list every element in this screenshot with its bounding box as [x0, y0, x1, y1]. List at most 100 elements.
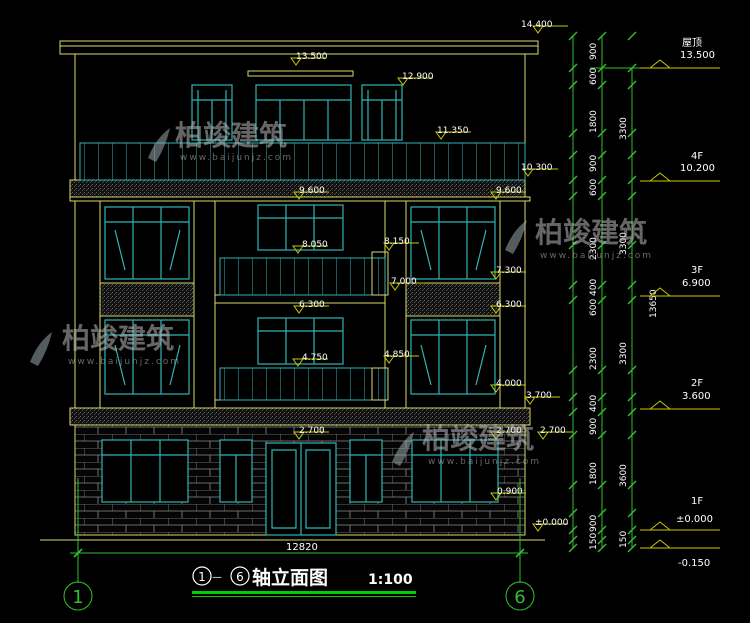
windows — [101, 84, 499, 536]
title-underline-thick — [192, 591, 416, 594]
balcony-posts — [371, 251, 389, 401]
title-text: 轴立面图 — [252, 566, 328, 589]
dimension-tick — [568, 543, 578, 553]
dim-inner-6: 2300 — [589, 237, 599, 260]
floor-4f-level: 10.200 — [680, 163, 715, 174]
dim-mid-3: 3300 — [619, 342, 629, 365]
elevation-marker — [383, 355, 419, 364]
elevation-marker — [490, 305, 526, 314]
dim-mid-4: 3600 — [619, 464, 629, 487]
elev-roof-parapet: 14.400 — [521, 20, 553, 30]
dimension-tick — [597, 191, 607, 201]
window-1f-left — [101, 439, 189, 503]
dim-inner-4: 900 — [589, 155, 599, 172]
dimension-tick — [597, 31, 607, 41]
dimension-tick — [627, 535, 637, 545]
left-bay-band — [99, 282, 195, 317]
dimension-tick — [568, 525, 578, 535]
dimension-tick — [568, 191, 578, 201]
dim-total: 13650 — [649, 289, 659, 318]
floor-3f-name: 3F — [691, 265, 703, 276]
dim-inner-11: 900 — [589, 418, 599, 435]
elev-right-2700b: 2.700 — [540, 426, 566, 436]
watermark-1-url: www.baijunjz.com — [180, 153, 293, 163]
dimension-tick — [597, 150, 607, 160]
window-2f-left — [104, 319, 190, 395]
elevation-marker — [397, 77, 433, 86]
dimension-tick — [568, 128, 578, 138]
window-3f-left — [104, 206, 190, 280]
elev-door-top: 2.700 — [299, 426, 325, 436]
dimension-tick — [568, 63, 578, 73]
dimension-tick — [627, 295, 637, 305]
elevation-marker — [292, 358, 328, 367]
window-1f-right — [411, 439, 499, 503]
watermark-4-url: www.baijunjz.com — [428, 457, 541, 467]
elev-balcony3-rail: 8.150 — [384, 237, 410, 247]
dimension-tick — [597, 63, 607, 73]
axis-bubble-left — [63, 581, 93, 611]
elevation-marker — [292, 245, 328, 254]
floor-3f-level: 6.900 — [682, 278, 711, 289]
dim-inner-13: 900 — [589, 515, 599, 532]
elevation-marker — [490, 431, 526, 440]
title-axis-from: 1 — [198, 570, 206, 584]
elev-right-4000: 4.000 — [496, 379, 522, 389]
balcony2-railing — [219, 367, 386, 401]
watermark-3-url: www.baijunjz.com — [68, 357, 181, 367]
dimension-tick — [627, 407, 637, 417]
dimension-tick — [627, 175, 637, 185]
watermark-1: 柏竣建筑 www.baijunjz.com — [148, 119, 293, 163]
axis-label-left: 1 — [72, 587, 83, 608]
watermark-3-name: 柏竣建筑 — [62, 322, 174, 355]
dimension-tick — [568, 508, 578, 518]
dimension-tick — [627, 508, 637, 518]
dimension-tick — [627, 480, 637, 490]
elevation-marker — [522, 168, 558, 177]
elev-balcony3-floor: 7.000 — [391, 277, 417, 287]
dimension-tick — [597, 430, 607, 440]
dimension-tick — [627, 392, 637, 402]
dimension-tick — [627, 365, 637, 375]
elev-right-band: 9.600 — [496, 186, 522, 196]
elevation-marker — [532, 523, 568, 532]
dimension-tick — [597, 80, 607, 90]
dim-mid-1: 3300 — [619, 117, 629, 140]
elev-ground: ±0.000 — [535, 518, 569, 528]
elevation-marker — [524, 396, 560, 405]
elevation-marker — [490, 191, 526, 200]
elevation-marker — [389, 282, 425, 291]
dim-inner-5: 600 — [589, 179, 599, 196]
dimension-tick — [568, 407, 578, 417]
elev-balcony2-rail: 4.850 — [384, 350, 410, 360]
elevation-marker — [532, 25, 568, 34]
dimension-tick — [597, 508, 607, 518]
elevation-marker — [293, 305, 329, 314]
dimension-tick — [627, 31, 637, 41]
elev-stair-roof: 12.900 — [402, 72, 434, 82]
dimension-tick — [597, 392, 607, 402]
dimension-tick — [597, 280, 607, 290]
elev-floor2: 3.700 — [526, 391, 552, 401]
middle-dimension-texts: 3300 3300 3300 3600 150 13650 — [619, 117, 659, 548]
floor-level-texts: 屋顶 13.500 4F 10.200 3F 6.900 2F 3.600 1F… — [676, 37, 715, 569]
inner-dimension-texts: 900 600 1800 900 600 2300 600 400 2300 4… — [589, 43, 599, 550]
elevation-marker — [490, 271, 526, 280]
watermark-4: 柏竣建筑 www.baijunjz.com — [392, 422, 541, 467]
dimension-tick — [627, 128, 637, 138]
watermark-2: 柏竣建筑 www.baijunjz.com — [505, 216, 651, 261]
elev-roof-top: 13.500 — [296, 52, 328, 62]
dim-mid-5: 150 — [619, 531, 629, 548]
elevation-marker — [293, 191, 329, 200]
dimension-ticks — [568, 31, 637, 553]
elev-floor4: 10.300 — [521, 163, 553, 173]
floor-2f-level: 3.600 — [682, 391, 711, 402]
basement-level: -0.150 — [678, 558, 710, 569]
dimension-tick — [597, 480, 607, 490]
watermark-3: 柏竣建筑 www.baijunjz.com — [30, 322, 181, 367]
dimension-tick — [627, 430, 637, 440]
dimension-tick — [627, 240, 637, 250]
dimension-tick — [568, 150, 578, 160]
dimension-tick — [568, 392, 578, 402]
